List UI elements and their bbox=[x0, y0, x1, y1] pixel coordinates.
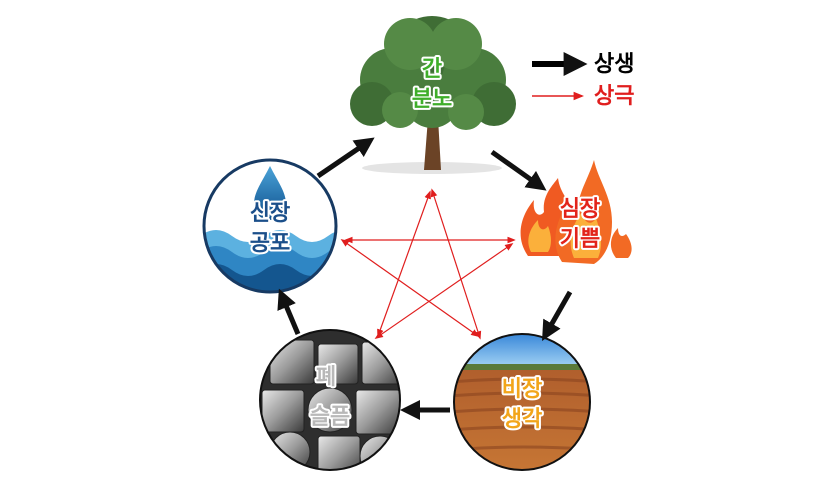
earth-emotion-label: 생각 bbox=[502, 407, 542, 432]
fire-organ-label: 심장 bbox=[560, 197, 600, 222]
arrow-wood-to-earth bbox=[430, 188, 482, 340]
legend-controlling-label: 상극 bbox=[594, 84, 634, 109]
earth-organ-label: 비장 bbox=[502, 377, 542, 402]
arrow-fire-to-metal bbox=[374, 243, 514, 339]
arrow-metal-to-water bbox=[277, 288, 301, 335]
generating-cycle bbox=[277, 137, 573, 420]
plowed-field-icon bbox=[454, 334, 590, 470]
earth-circle-border bbox=[453, 333, 591, 471]
wood-organ-label: 간 bbox=[422, 57, 442, 82]
metal-emotion-label: 슬픔 bbox=[310, 405, 350, 430]
fire-emotion-label: 기쁨 bbox=[560, 227, 600, 252]
water-emotion-label: 공포 bbox=[250, 231, 290, 256]
metal-organ-label: 폐 bbox=[316, 365, 336, 390]
wood-emotion-label: 분노 bbox=[412, 87, 452, 112]
legend-controlling: 상극 bbox=[532, 84, 634, 109]
flames-icon bbox=[520, 160, 632, 264]
metal-node: 폐 슬픔 bbox=[259, 329, 401, 471]
tree-icon bbox=[350, 16, 516, 174]
legend-generating-label: 상생 bbox=[594, 52, 634, 77]
arrow-fire-to-earth bbox=[542, 290, 573, 341]
fire-node: 심장 기쁨 bbox=[520, 160, 632, 264]
water-node: 신장 공포 bbox=[202, 158, 338, 294]
arrow-wood-to-fire bbox=[490, 149, 547, 191]
controlling-star bbox=[340, 188, 516, 340]
arrow-earth-to-water bbox=[340, 239, 480, 337]
water-circle-border bbox=[202, 158, 338, 294]
wood-node: 간 분노 bbox=[350, 16, 516, 174]
earth-node: 비장 생각 bbox=[453, 333, 591, 471]
arrow-water-to-wood bbox=[316, 137, 375, 179]
legend: 상생 상극 bbox=[532, 52, 634, 109]
legend-generating: 상생 bbox=[532, 52, 634, 77]
arrow-metal-to-wood bbox=[377, 190, 431, 338]
water-organ-label: 신장 bbox=[250, 201, 290, 226]
